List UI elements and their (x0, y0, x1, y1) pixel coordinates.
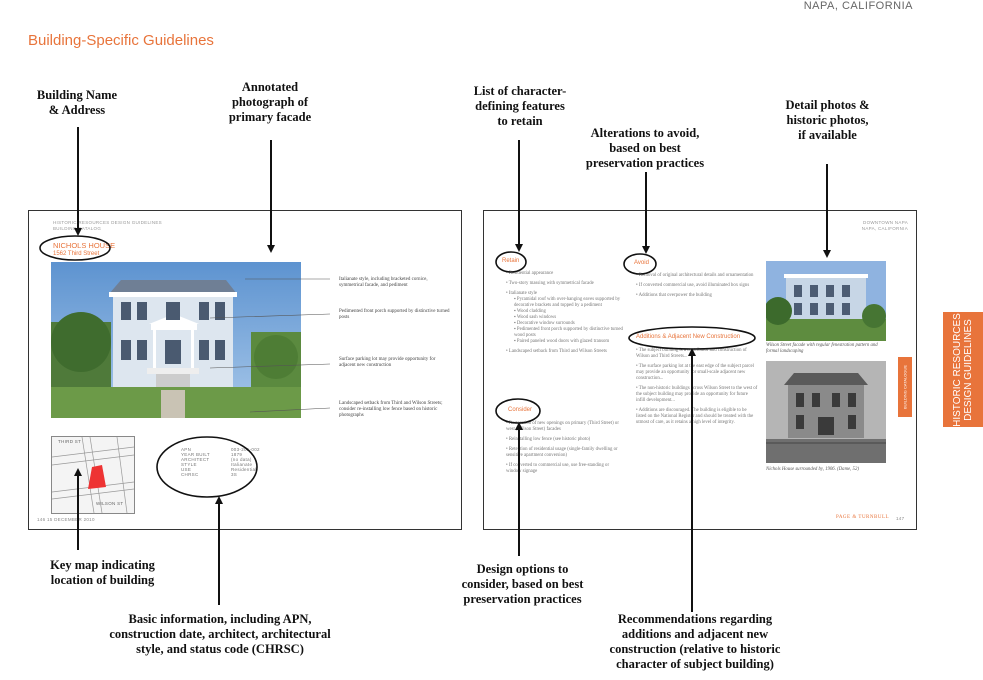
callout-detail-photos: Detail photos & historic photos, if avai… (785, 98, 870, 142)
list-item: • Restoration of new openings on primary… (506, 421, 619, 432)
list-item: • The subject building is a contributor … (636, 348, 747, 359)
list-item: ▪ Pyramidal roof with over-hanging eaves… (514, 297, 621, 308)
key-map: THIRD ST WILSON ST (51, 436, 135, 514)
callout-key-map: Key map indicating location of building (50, 558, 155, 587)
left-page: HISTORIC RESOURCES DESIGN GUIDELINES BUI… (28, 210, 462, 530)
list-item: • Reinstalling low fence (see historic p… (506, 437, 591, 442)
location-label: NAPA, CALIFORNIA (803, 0, 913, 12)
list-item: • Residential appearance (506, 271, 554, 276)
list-item: • Two-story massing with symmetrical fac… (506, 281, 594, 286)
list-item: • Retention of residential usage (single… (506, 447, 618, 458)
callout-design-options: Design options to consider, based on bes… (461, 562, 584, 606)
list-item: • Italianate style (506, 291, 537, 296)
list-item: ▪ Wood cladding (514, 309, 546, 314)
side-tab: HISTORIC RESOURCES DESIGN GUIDELINES (943, 312, 983, 427)
list-item: • Removal of original architectural deta… (636, 273, 754, 278)
map-label-third: THIRD ST (58, 439, 82, 444)
left-running-head: HISTORIC RESOURCES DESIGN GUIDELINES (53, 220, 162, 225)
annotation-3: Surface parking lot may provide opportun… (339, 357, 436, 368)
left-running-sub: BUILDING CATALOG (53, 226, 102, 231)
building-name: NICHOLS HOUSE (53, 241, 116, 250)
right-footer-firm: PAGE & TURNBULL (836, 515, 890, 520)
right-page: DOWNTOWN NAPA NAPA, CALIFORNIA Retain • … (483, 210, 917, 530)
list-item: • Landscaped setback from Third and Wils… (506, 349, 607, 354)
right-running-head: DOWNTOWN NAPA (863, 220, 908, 225)
avoid-list: • Removal of original architectural deta… (636, 273, 758, 299)
list-item: • The non-historic buildings across Wils… (636, 386, 758, 403)
callout-basic-info: Basic information, including APN, constr… (109, 612, 331, 656)
map-label-wilson: WILSON ST (96, 501, 124, 506)
list-item: • Additions that overpower the building (636, 293, 712, 298)
annotation-2: Pedimented front porch supported by dist… (339, 309, 450, 320)
right-footer-page: 147 (896, 516, 905, 521)
annotation-1: Italianate style, including bracketed co… (339, 277, 428, 288)
additions-list: • The subject building is a contributor … (636, 348, 758, 426)
page-title: Building-Specific Guidelines (28, 32, 214, 49)
list-item: • If converted to commercial use, use fr… (506, 463, 610, 474)
retain-heading: Retain (502, 258, 520, 264)
list-item: • Additions are discouraged. The buildin… (636, 408, 754, 425)
list-item: ▪ Decorative window surrounds (514, 321, 575, 326)
list-item: ▪ Pedimented front porch supported by di… (514, 327, 623, 338)
list-item: ▪ Wood sash windows (514, 315, 557, 320)
annotation-4: Landscaped setback from Third and Wilson… (339, 401, 443, 418)
detail-photo-caption: Wilson Street facade with regular fenest… (766, 343, 878, 354)
building-address: 1562 Third Street (53, 251, 100, 257)
callout-building-name: Building Name & Address (36, 88, 118, 117)
historic-photo-caption: Nichols House surrounded by, 1906. (Dame… (766, 467, 859, 472)
retain-list: • Residential appearance • Two-story mas… (506, 271, 624, 355)
detail-photo (766, 261, 886, 341)
left-footer: 146 15 DECEMBER 2010 (37, 517, 95, 522)
building-catalogue-tab: BUILDING CATALOGUE (898, 357, 912, 417)
list-item: • If converted commercial use, avoid ill… (636, 283, 750, 288)
facade-photo (51, 262, 301, 418)
callout-alterations: Alterations to avoid, based on best pres… (585, 126, 705, 170)
consider-heading: Consider (508, 407, 533, 413)
list-item: • The surface parking lot at the east ed… (636, 364, 755, 381)
list-item: ▪ Paired paneled wood doors with glazed … (514, 339, 610, 344)
historic-photo (766, 361, 886, 463)
callout-features: List of character- defining features to … (473, 84, 567, 128)
consider-list: • Restoration of new openings on primary… (506, 421, 624, 475)
avoid-heading: Avoid (634, 260, 649, 266)
callout-recommendations: Recommendations regarding additions and … (609, 612, 781, 671)
additions-heading: Additions & Adjacent New Construction (636, 334, 741, 340)
right-running-sub: NAPA, CALIFORNIA (861, 226, 908, 231)
callout-photograph: Annotated photograph of primary facade (228, 80, 312, 124)
